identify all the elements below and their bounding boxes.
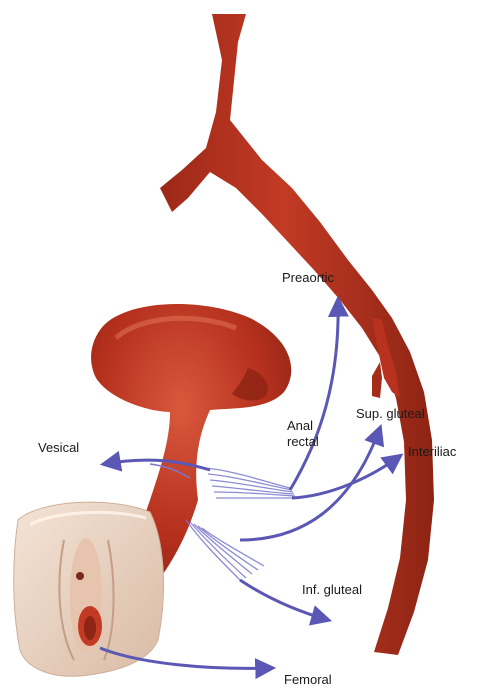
label-sup-gluteal: Sup. gluteal bbox=[356, 406, 425, 421]
gluteal-branch-vessel bbox=[372, 318, 400, 398]
label-inf-gluteal: Inf. gluteal bbox=[302, 582, 362, 597]
label-femoral: Femoral bbox=[284, 672, 332, 687]
inf-gluteal-arrow bbox=[239, 578, 333, 626]
preaortic-arrow bbox=[288, 295, 349, 491]
label-preaortic: Preaortic bbox=[282, 270, 335, 285]
aorta-vessel bbox=[160, 14, 434, 655]
lymphatic-fans bbox=[185, 467, 296, 581]
label-rectal: rectal bbox=[287, 434, 319, 449]
label-vesical: Vesical bbox=[38, 440, 80, 455]
vesical-arrow bbox=[99, 450, 211, 472]
interiliac-arrow bbox=[291, 453, 404, 500]
label-interiliac: Interiliac bbox=[408, 444, 457, 459]
femoral-arrow bbox=[99, 646, 277, 680]
label-anal: Anal bbox=[287, 418, 314, 433]
sup-gluteal-arrow bbox=[239, 424, 385, 542]
